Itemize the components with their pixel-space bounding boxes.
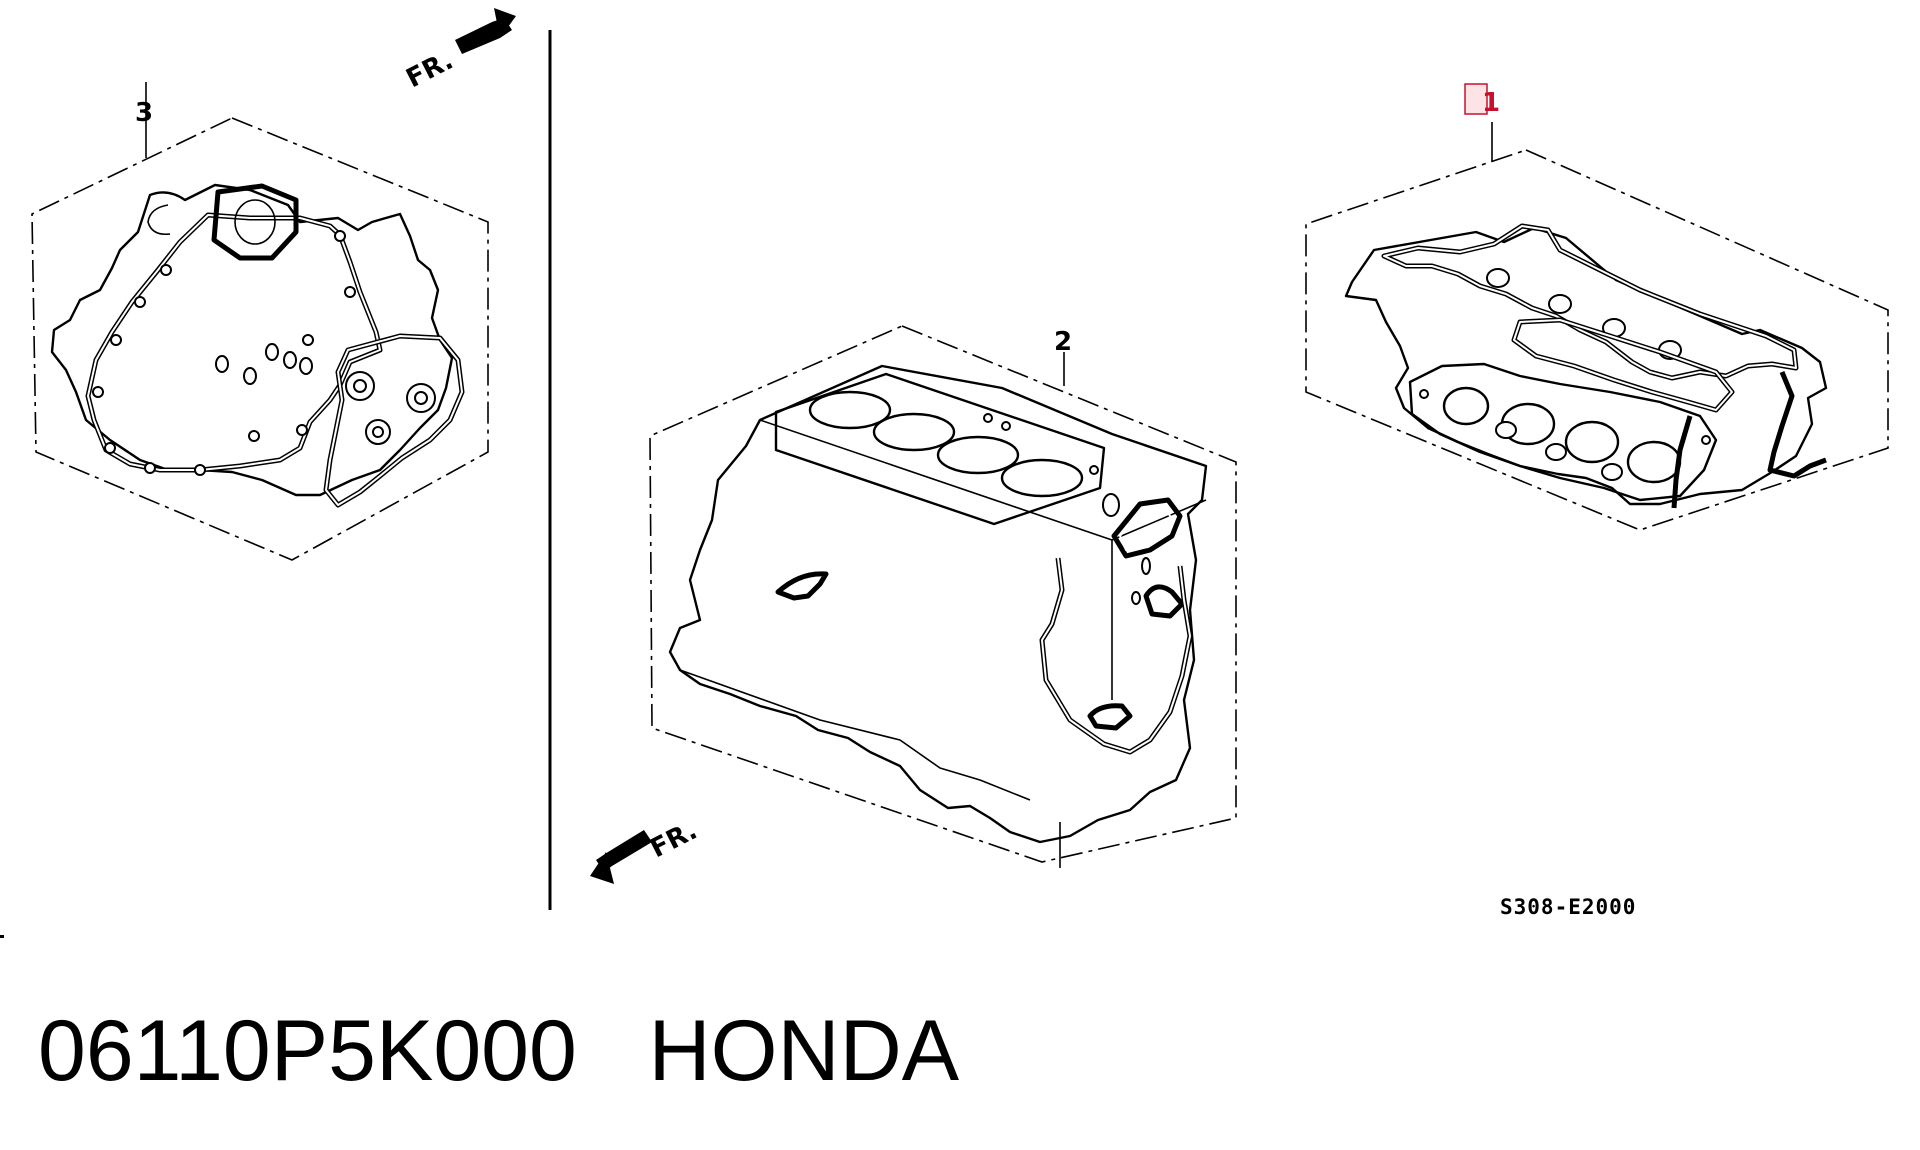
callout-3[interactable]: 3 (135, 98, 153, 128)
kit-2-illustration[interactable] (649, 325, 1237, 868)
figure-code: S308-E2000 (1500, 895, 1636, 919)
kit-1-illustration[interactable] (1305, 122, 1889, 531)
callout-1-highlight (1464, 83, 1488, 115)
callout-2[interactable]: 2 (1054, 327, 1072, 357)
brand-name: HONDA (648, 1003, 960, 1099)
kit-2-boundary (649, 325, 1237, 863)
kit-1-boundary (1305, 149, 1889, 531)
front-arrow-top-label: FR. (402, 46, 459, 95)
part-footer: 06110P5K000 HONDA (38, 1008, 959, 1094)
callout-1[interactable]: 1 (1482, 88, 1500, 118)
edge-tick (0, 935, 4, 938)
front-arrow-bottom: FR. (590, 816, 702, 884)
kit-3-illustration[interactable] (31, 82, 489, 561)
part-number: 06110P5K000 (38, 1003, 577, 1099)
front-arrow-bottom-label: FR. (646, 816, 703, 865)
kit-3-boundary (31, 117, 489, 561)
front-arrow-top: FR. (402, 8, 516, 94)
